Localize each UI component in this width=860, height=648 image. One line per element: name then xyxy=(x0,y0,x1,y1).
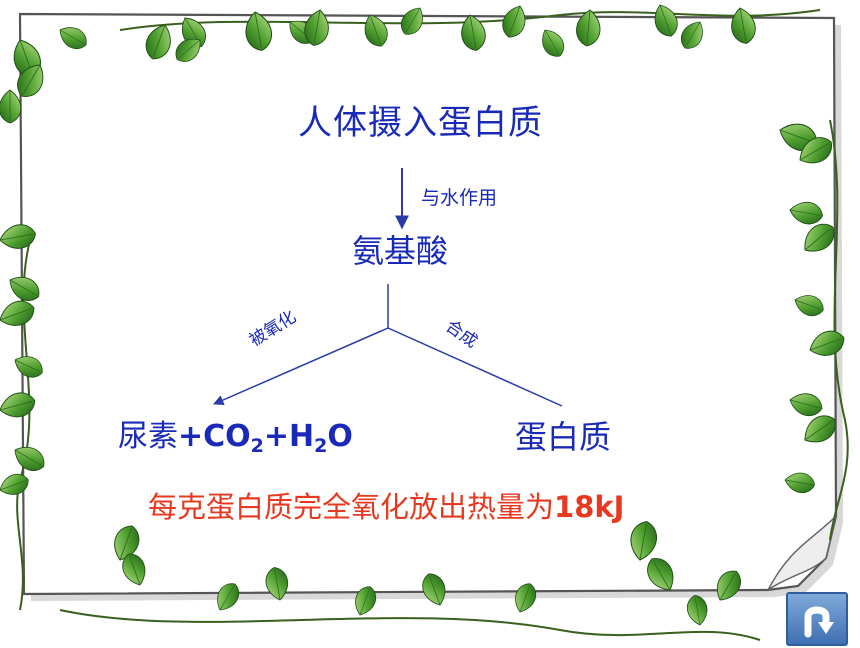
ivy-vine-icon xyxy=(0,0,849,641)
node-protein-synthesized: 蛋白质 xyxy=(515,418,612,456)
paper-curl xyxy=(767,513,838,591)
energy-footnote: 每克蛋白质完全氧化放出热量为18kJ xyxy=(148,493,624,522)
co-label: +CO xyxy=(178,419,251,454)
edge-label-hydrolysis: 与水作用 xyxy=(421,187,498,209)
energy-footnote-text: 每克蛋白质完全氧化放出热量为 xyxy=(148,490,555,524)
h-subscript: 2 xyxy=(314,435,328,457)
o-label: O xyxy=(327,419,353,454)
paper-sheet xyxy=(18,12,838,596)
node-protein-intake: 人体摄入蛋白质 xyxy=(298,103,543,143)
back-button[interactable] xyxy=(786,592,848,646)
undo-arrow-icon xyxy=(804,606,834,638)
node-amino-acid: 氨基酸 xyxy=(352,232,449,270)
energy-footnote-value: 18kJ xyxy=(554,490,625,524)
h-label: +H xyxy=(263,419,315,454)
co-subscript: 2 xyxy=(250,435,264,457)
node-urea-products: 尿素+CO2+H2O xyxy=(118,422,353,456)
arrow-to-urea xyxy=(213,327,389,406)
line-to-protein xyxy=(387,327,563,407)
urea-label: 尿素 xyxy=(118,419,178,454)
